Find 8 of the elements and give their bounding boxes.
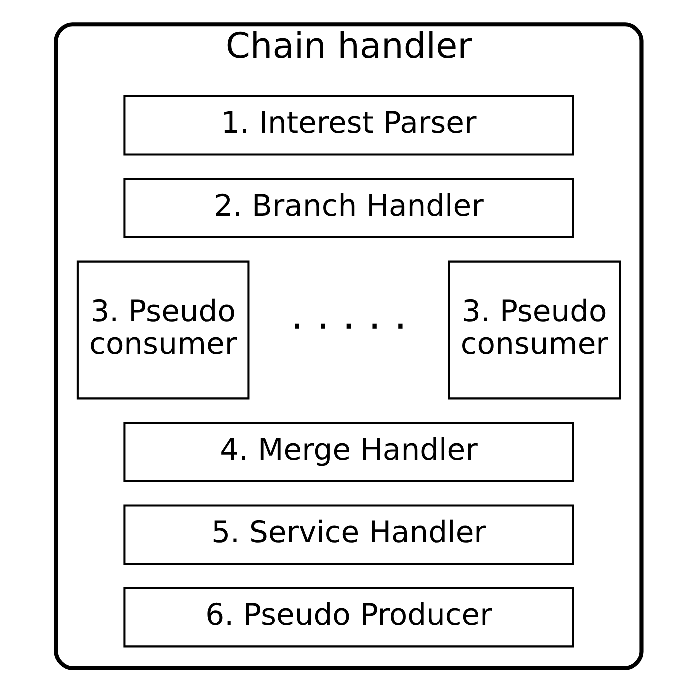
node-box: 6. Pseudo Producer bbox=[123, 587, 574, 648]
node-box: 1. Interest Parser bbox=[123, 95, 574, 156]
node-box: 5. Service Handler bbox=[123, 504, 574, 566]
node-box: 4. Merge Handler bbox=[123, 422, 574, 482]
label: · · · · · bbox=[290, 302, 407, 350]
node-box: 3. Pseudo consumer bbox=[448, 260, 621, 400]
node-box: 2. Branch Handler bbox=[123, 178, 574, 238]
node-box: 3. Pseudo consumer bbox=[76, 260, 250, 400]
